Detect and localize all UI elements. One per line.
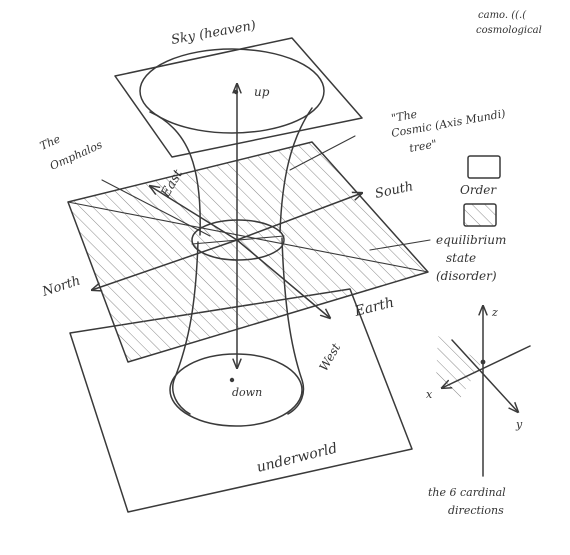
arrow-south: [236, 193, 362, 241]
west-label: West: [316, 341, 343, 374]
axes-inset: z x y: [426, 306, 531, 477]
down-dot: [229, 377, 235, 383]
inset-z-label: z: [491, 306, 498, 319]
omphalos-leader: [101, 179, 211, 237]
arrow-east: [150, 186, 238, 241]
omphalos-label-1: The: [38, 132, 63, 153]
lower-funnel-left: [172, 241, 199, 415]
legend-equilibrium-label-2: state: [446, 251, 476, 265]
inset-hatch-area: [436, 336, 482, 402]
sky-ellipse: [139, 48, 325, 134]
inset-y-label: y: [515, 418, 523, 431]
earth-plane: [67, 141, 429, 363]
underworld-label: underworld: [255, 440, 339, 475]
legend-equilibrium-label-3: (disorder): [436, 269, 497, 283]
omphalos-ellipse: [191, 219, 285, 261]
sky-label: Sky (heaven): [170, 18, 257, 48]
caption-line1: the 6 cardinal: [428, 486, 506, 499]
sky-plane: [114, 37, 363, 158]
axis-mundi-leader: [289, 135, 356, 171]
caption-line2: directions: [448, 504, 504, 517]
up-dot: [233, 89, 239, 95]
up-label: up: [254, 85, 270, 99]
corner-note-line1: camo. ((.(: [478, 10, 527, 21]
arrow-west: [236, 239, 330, 318]
inset-y-axis: [451, 339, 518, 412]
legend-equilibrium-swatch: [463, 203, 497, 227]
axis-mundi-label-3: tree": [408, 137, 438, 155]
axis-mundi-label-1: "The: [390, 108, 418, 125]
arrow-north: [92, 239, 238, 290]
earth-label: Earth: [352, 295, 396, 320]
upper-funnel-left: [149, 111, 201, 236]
legend-order-label: Order: [460, 183, 497, 197]
legend-order-swatch: [467, 155, 501, 179]
underworld-ellipse: [169, 353, 303, 427]
north-label: North: [40, 273, 83, 300]
down-label: down: [232, 386, 262, 399]
corner-note-line2: cosmological: [476, 25, 542, 36]
diagonal-line: [67, 201, 429, 273]
equilibrium-leader: [369, 239, 431, 251]
inset-x-label: x: [426, 388, 433, 401]
inset-origin: [480, 359, 486, 365]
legend-equilibrium-label-1: equilibrium: [436, 233, 506, 247]
inset-x-axis: [442, 345, 531, 388]
upper-funnel-right: [279, 107, 313, 233]
south-label: South: [374, 179, 415, 202]
